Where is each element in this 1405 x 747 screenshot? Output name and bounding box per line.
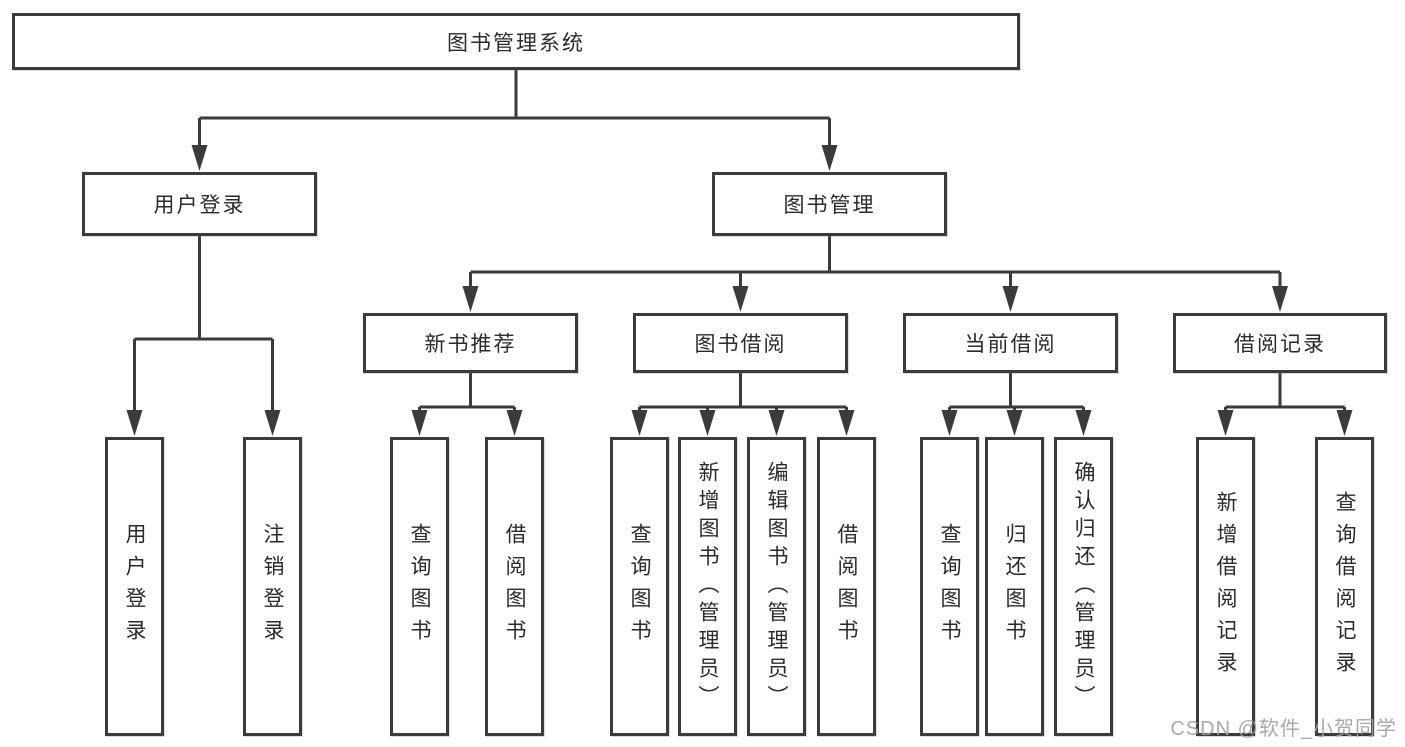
leaf-current-confirm-admin-label: 确认归还（管理员） [1072, 460, 1095, 713]
leaf-user-login: 用户登录 [105, 437, 164, 736]
leaf-newbook-query-label: 查询图书 [408, 522, 431, 651]
leaf-borrow-borrow-label: 借阅图书 [835, 522, 858, 651]
leaf-current-query-label: 查询图书 [938, 522, 961, 651]
leaf-newbook-borrow: 借阅图书 [485, 437, 544, 736]
leaf-borrow-borrow: 借阅图书 [817, 437, 876, 736]
leaf-records-add-label: 新增借阅记录 [1214, 490, 1237, 683]
arrowheads [126, 145, 1353, 436]
leaf-logout: 注销登录 [243, 437, 302, 736]
node-user-login: 用户登录 [82, 172, 317, 236]
node-new-book-recommend: 新书推荐 [363, 313, 578, 373]
leaf-records-query: 查询借阅记录 [1315, 437, 1374, 736]
leaf-logout-label: 注销登录 [261, 522, 284, 651]
leaf-records-query-label: 查询借阅记录 [1333, 490, 1356, 683]
leaf-borrow-query-label: 查询图书 [628, 522, 651, 651]
leaf-borrow-add-admin-label: 新增图书（管理员） [696, 460, 719, 713]
leaf-borrow-query: 查询图书 [610, 437, 669, 736]
node-current-borrow: 当前借阅 [903, 313, 1118, 373]
node-book-borrow: 图书借阅 [633, 313, 848, 373]
node-book-management: 图书管理 [712, 172, 947, 236]
node-borrow-records: 借阅记录 [1173, 313, 1387, 373]
csdn-watermark: CSDN @软件_小贺同学 [1170, 718, 1397, 740]
node-user-login-label: 用户登录 [153, 194, 246, 217]
leaf-current-query: 查询图书 [920, 437, 979, 736]
leaf-borrow-add-admin: 新增图书（管理员） [678, 437, 737, 736]
node-book-management-label: 图书管理 [783, 194, 876, 217]
leaf-records-add: 新增借阅记录 [1196, 437, 1255, 736]
leaf-borrow-edit-admin: 编辑图书（管理员） [747, 437, 806, 736]
node-book-borrow-label: 图书借阅 [694, 333, 787, 356]
node-current-borrow-label: 当前借阅 [964, 333, 1057, 356]
node-root-label: 图书管理系统 [447, 31, 585, 55]
leaf-user-login-label: 用户登录 [123, 522, 146, 651]
leaf-current-return: 归还图书 [985, 437, 1044, 736]
leaf-newbook-query: 查询图书 [390, 437, 449, 736]
node-new-book-recommend-label: 新书推荐 [424, 333, 517, 356]
node-borrow-records-label: 借阅记录 [1234, 333, 1326, 356]
leaf-current-confirm-admin: 确认归还（管理员） [1054, 437, 1113, 736]
leaf-borrow-edit-admin-label: 编辑图书（管理员） [765, 460, 788, 713]
leaf-newbook-borrow-label: 借阅图书 [503, 522, 526, 651]
node-root: 图书管理系统 [12, 13, 1020, 70]
leaf-current-return-label: 归还图书 [1003, 522, 1026, 651]
